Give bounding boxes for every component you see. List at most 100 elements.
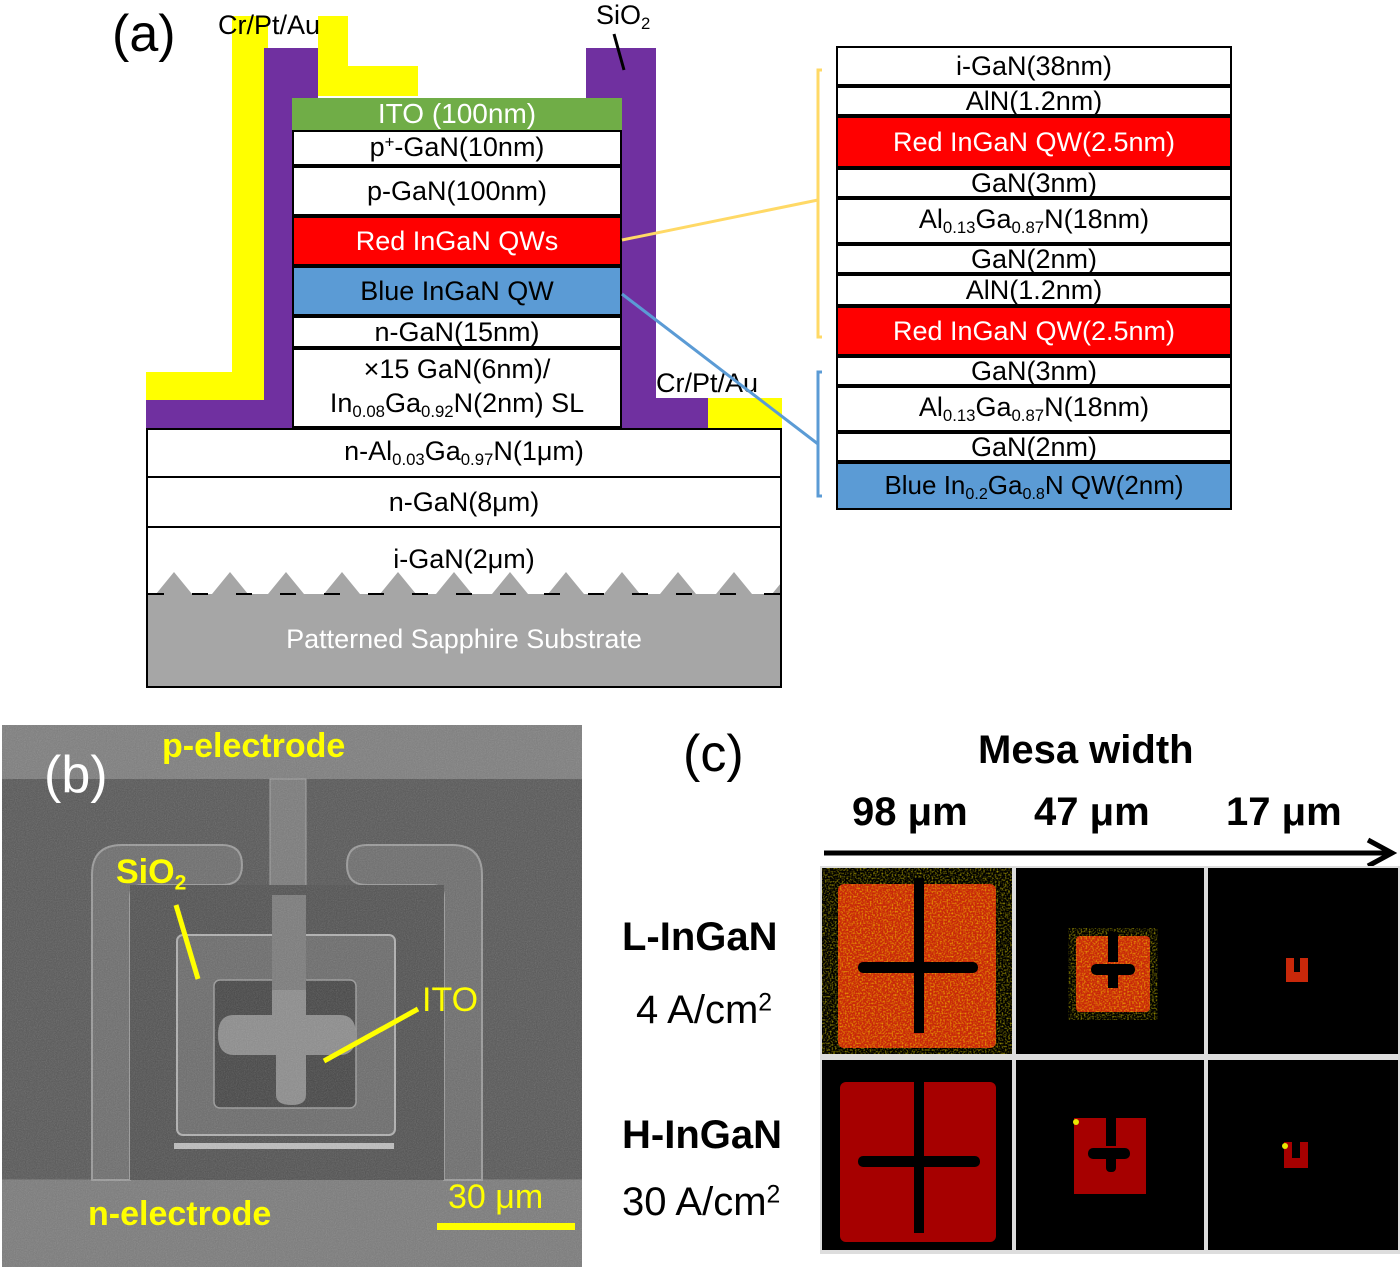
n-algan-c: N(1μm) [493,436,584,467]
sl-rest: N(2nm) SL [453,387,585,418]
layer-n-algan: n-Al0.03Ga0.97N(1μm) [146,428,782,478]
algan2-content: Al0.13Ga0.87N(18nm) [919,392,1150,426]
red-connector-line [621,198,819,242]
blue-bracket-lower [816,444,822,498]
detail-aln-2: AlN(1.2nm) [836,274,1232,306]
algan1-b: Ga [975,204,1012,235]
layer-p-plus-sup: + [384,132,395,152]
scale-bar-label: 30 μm [448,1178,544,1216]
layer-red-qws: Red InGaN QWs [292,216,622,266]
row-label-l-ingan: L-InGaN [622,915,778,959]
column-label-98: 98 μm [852,790,968,834]
detail-blue-qw: Blue In0.2Ga0.8N QW(2nm) [836,462,1232,510]
column-label-47: 47 μm [1034,790,1150,834]
layer-i-gan-2: i-GaN(2μm) [393,544,535,574]
panel-c-letter: (c) [683,725,744,783]
scale-bar [437,1223,575,1230]
sio2-sem-label: SiO2 [116,855,186,893]
layer-p-plus-prefix: p [369,132,385,163]
blue-a: Blue In [884,469,966,500]
emission-l-47 [1016,868,1204,1054]
layer-substrate: Patterned Sapphire Substrate [286,624,642,654]
metal-top-label: Cr/Pt/Au [218,10,321,40]
algan1-content: Al0.13Ga0.87N(18nm) [918,204,1150,238]
n-algan-b: Ga [424,436,461,467]
red-bracket-upper [816,68,822,200]
sl-ga-sub: 0.92 [421,401,454,421]
algan1-b-sub: 0.87 [1011,218,1045,238]
p-electrode-label: p-electrode [162,727,346,765]
patterned-substrate-graphic [148,572,780,686]
sio2-left-foot [146,400,296,428]
sl-in: In [329,387,353,418]
algan2-c: N(18nm) [1044,392,1150,423]
ito-label: ITO [422,981,479,1019]
layer-p-gan: p-GaN(100nm) [292,166,622,216]
detail-gan2-1: GaN(2nm) [836,244,1232,274]
emission-grid [820,866,1400,1254]
blue-c: N QW(2nm) [1044,469,1184,500]
sio2-sem-base: SiO [116,853,175,891]
detail-gan2-2: GaN(2nm) [836,432,1232,462]
blue-content: Blue In0.2Ga0.8N QW(2nm) [884,469,1184,503]
blue-b-sub: 0.8 [1022,484,1045,503]
n-algan-b-sub: 0.97 [460,450,494,470]
metal-contact-top-stub [318,16,348,66]
row-current-h: 30 A/cm2 [622,1182,780,1222]
blue-connector-line [621,292,819,446]
algan1-a: Al [918,204,943,235]
row-current-h-sup: 2 [766,1181,781,1209]
layer-blue-qw: Blue InGaN QW [292,266,622,316]
metal-right-label: Cr/Pt/Au [656,368,759,398]
sl-in-sub: 0.08 [352,401,385,421]
sio2-sem-sub: 2 [174,871,187,895]
column-label-17: 17 μm [1226,790,1342,834]
blue-a-sub: 0.2 [965,484,988,503]
sl-line2: In0.08Ga0.92N(2nm) SL [329,387,585,421]
row-current-h-text: 30 A/cm [622,1180,767,1224]
detail-algan-1: Al0.13Ga0.87N(18nm) [836,198,1232,244]
layer-n-gan-8: n-GaN(8μm) [146,476,782,528]
n-electrode-label: n-electrode [88,1195,272,1233]
sl-line1: ×15 GaN(6nm)/ [363,354,551,385]
sio2-label-sub: 2 [641,14,651,34]
blue-bracket-upper [816,370,822,444]
algan1-a-sub: 0.13 [942,218,976,238]
mesa-width-arrow [824,837,1398,869]
layer-p-plus-text: -GaN(10nm) [394,132,545,163]
sl-ga: Ga [384,387,422,418]
panel-b-sem-image: (b) p-electrode SiO2 ITO n-electrode 30 … [2,725,582,1267]
sio2-label: SiO2 [596,2,650,33]
blue-b: Ga [987,469,1023,500]
detail-gan3-1: GaN(3nm) [836,168,1232,198]
detail-i-gan: i-GaN(38nm) [836,46,1232,86]
metal-contact-right [708,398,782,428]
connector-lines [621,68,822,498]
metal-contact-left-foot [146,372,268,402]
metal-contact-top-pad [318,66,418,96]
row-current-l-sup: 2 [758,989,773,1017]
detail-aln-1: AlN(1.2nm) [836,86,1232,116]
emission-l-17 [1208,868,1398,1054]
layer-n-gan-15: n-GaN(15nm) [292,316,622,348]
layer-superlattice: ×15 GaN(6nm)/ In0.08Ga0.92N(2nm) SL [292,348,622,428]
detail-red-qw-2: Red InGaN QW(2.5nm) [836,306,1232,356]
emission-h-47 [1016,1060,1204,1250]
sio2-leader-line [612,33,626,71]
mesa-width-title: Mesa width [978,728,1194,772]
sio2-right-foot [622,398,710,428]
algan1-c: N(18nm) [1044,204,1150,235]
algan2-a-sub: 0.13 [942,406,976,426]
emission-h-98 [822,1060,1012,1250]
red-bracket-lower [816,200,822,339]
detail-gan3-2: GaN(3nm) [836,356,1232,386]
detail-algan-2: Al0.13Ga0.87N(18nm) [836,386,1232,432]
metal-contact-left-vertical [232,16,268,372]
row-current-l-text: 4 A/cm [636,988,759,1032]
sio2-label-base: SiO [596,0,642,30]
n-algan-a-sub: 0.03 [392,450,425,470]
layer-i-gan-and-substrate: i-GaN(2μm) Patterned Sapphire Substrate [146,526,782,688]
layer-ito: ITO (100nm) [292,98,622,130]
row-label-h-ingan: H-InGaN [622,1113,782,1157]
row-current-l: 4 A/cm2 [636,990,772,1030]
